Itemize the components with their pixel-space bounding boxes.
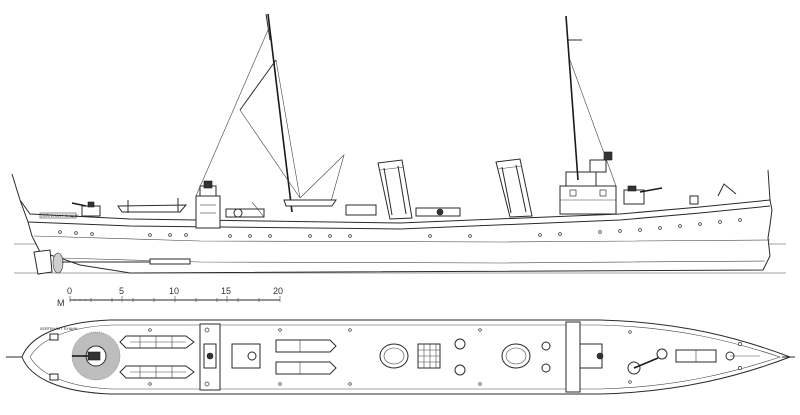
- capstan: [689, 195, 699, 205]
- propeller: [52, 252, 64, 274]
- mast-rigging-2: [239, 109, 301, 199]
- aft-boat: [117, 204, 188, 213]
- plan-view: ЛЕЙТЕНАНТ ПУЩИН: [6, 319, 795, 395]
- fore-mast: [565, 15, 579, 181]
- fore-mast-stay: [569, 59, 617, 187]
- plan-deck-fittings: [148, 328, 632, 386]
- scale-tick-10: 10: [169, 286, 179, 296]
- aft-boat-port: [119, 335, 195, 349]
- gaff: [239, 59, 277, 111]
- forward-gun: [623, 185, 663, 205]
- scale-tick-20: 20: [273, 286, 283, 296]
- mast-rigging-1: [275, 59, 301, 199]
- bow-anchor-davit: [717, 183, 737, 197]
- aft-platform-plan: [199, 323, 221, 391]
- signal-halyard: [299, 154, 345, 206]
- torpedo-tubes-plan: [275, 339, 337, 375]
- scale-tick-15: 15: [221, 286, 231, 296]
- belt-line: [33, 235, 771, 243]
- side-elevation: ЛЕЙТЕНАНТ ПУЩИН: [11, 13, 786, 275]
- stern-hatch-2: [49, 373, 59, 381]
- ventilator-1: [454, 338, 466, 350]
- scale-tick-5: 5: [119, 286, 124, 296]
- boot-top: [59, 257, 766, 264]
- torpedo-tube-aft: [225, 201, 265, 218]
- aft-searchlight-platform: [195, 180, 221, 229]
- deck-line: [27, 205, 771, 230]
- forward-gun-plan: [627, 348, 668, 375]
- torpedo-tube-mid-mount: [436, 208, 444, 216]
- hull-portholes: [58, 218, 742, 238]
- ventilator-4: [541, 363, 551, 373]
- rudder: [33, 249, 53, 275]
- shaft-bracket: [149, 258, 191, 265]
- funnel-forward: [495, 158, 533, 218]
- stern-hatch-1: [49, 333, 59, 341]
- forward-bridge-plan: [565, 321, 604, 393]
- jack-staff: [767, 169, 771, 201]
- engine-skylight: [345, 204, 377, 216]
- bow-nameplate: ЛЕЙТЕНАНТ ПУЩИН: [40, 327, 78, 331]
- engine-grille: [417, 343, 441, 369]
- scale-unit: M: [57, 298, 65, 308]
- bollard-2: [738, 366, 742, 370]
- scale-tick-0: 0: [67, 286, 72, 296]
- funnel-aft-plan: [379, 343, 409, 369]
- ventilator-3: [541, 341, 551, 351]
- main-mast-plan: [247, 351, 257, 361]
- stern-nameplate-frame: [39, 212, 77, 219]
- bollard-1: [738, 342, 742, 346]
- scale-bar: M 0 5 10 15 20: [57, 286, 283, 308]
- mast-stay-aft: [195, 29, 269, 197]
- aft-gun: [71, 201, 101, 217]
- aft-boat-starboard: [119, 365, 195, 379]
- funnel-aft: [377, 159, 413, 220]
- stern-gun-plan: [71, 331, 121, 381]
- plan-deck-edge: [29, 324, 781, 390]
- stern-flagstaff: [11, 173, 21, 201]
- main-mast-topmast: [265, 13, 271, 41]
- stern-nameplate: ЛЕЙТЕНАНТ ПУЩИН: [41, 214, 79, 218]
- midship-boat: [283, 199, 337, 207]
- funnel-forward-plan: [501, 343, 531, 369]
- forward-bridge: [559, 151, 617, 215]
- ventilator-2: [454, 364, 466, 376]
- main-mast: [267, 13, 293, 213]
